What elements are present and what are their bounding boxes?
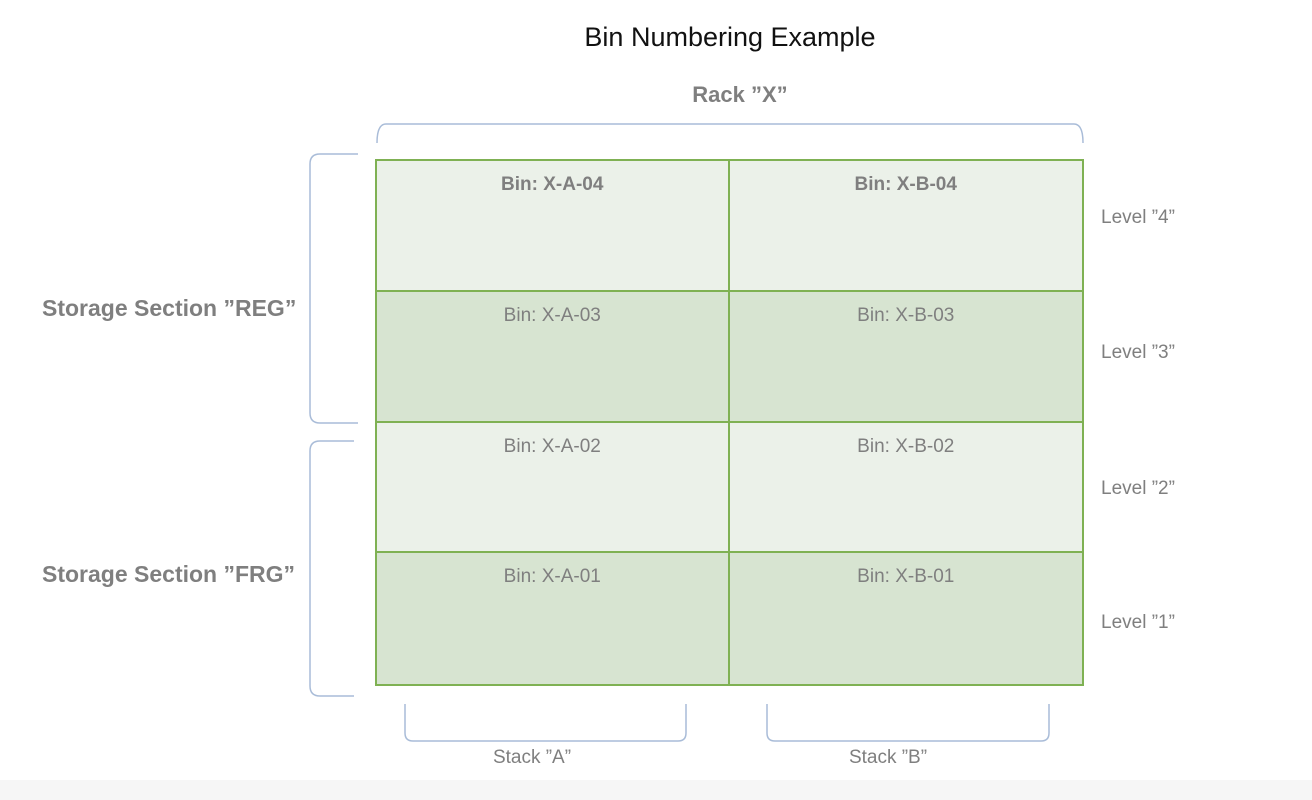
bin-cell-x-a-03: Bin: X-A-03 xyxy=(377,291,730,423)
rack-grid: Bin: X-A-04 Bin: X-B-04 Bin: X-A-03 Bin:… xyxy=(375,159,1084,686)
diagram-title: Bin Numbering Example xyxy=(584,22,876,52)
bin-cell-x-b-03: Bin: X-B-03 xyxy=(729,291,1082,423)
section-bracket-frg xyxy=(309,440,354,697)
rack-bracket xyxy=(376,123,1084,144)
bin-cell-x-a-04: Bin: X-A-04 xyxy=(377,161,730,292)
stack-bracket-a xyxy=(404,704,687,742)
level-label-1: Level ”1” xyxy=(1101,612,1175,633)
bin-cell-x-b-01: Bin: X-B-01 xyxy=(729,553,1082,684)
section-label-frg: Storage Section ”FRG” xyxy=(42,561,296,587)
level-label-2: Level ”2” xyxy=(1101,478,1175,499)
bottom-strip xyxy=(0,780,1312,800)
bin-cell-x-a-02: Bin: X-A-02 xyxy=(377,422,730,554)
bin-cell-x-a-01: Bin: X-A-01 xyxy=(377,553,730,684)
stack-label-a: Stack ”A” xyxy=(492,747,572,768)
section-label-reg: Storage Section ”REG” xyxy=(42,295,297,321)
level-label-4: Level ”4” xyxy=(1101,207,1175,228)
section-bracket-reg xyxy=(309,153,358,424)
level-label-3: Level ”3” xyxy=(1101,342,1175,363)
stack-label-b: Stack ”B” xyxy=(848,747,928,768)
bin-cell-x-b-02: Bin: X-B-02 xyxy=(729,422,1082,554)
rack-label: Rack ”X” xyxy=(692,82,788,107)
bin-cell-x-b-04: Bin: X-B-04 xyxy=(729,161,1082,292)
stack-bracket-b xyxy=(766,704,1050,742)
